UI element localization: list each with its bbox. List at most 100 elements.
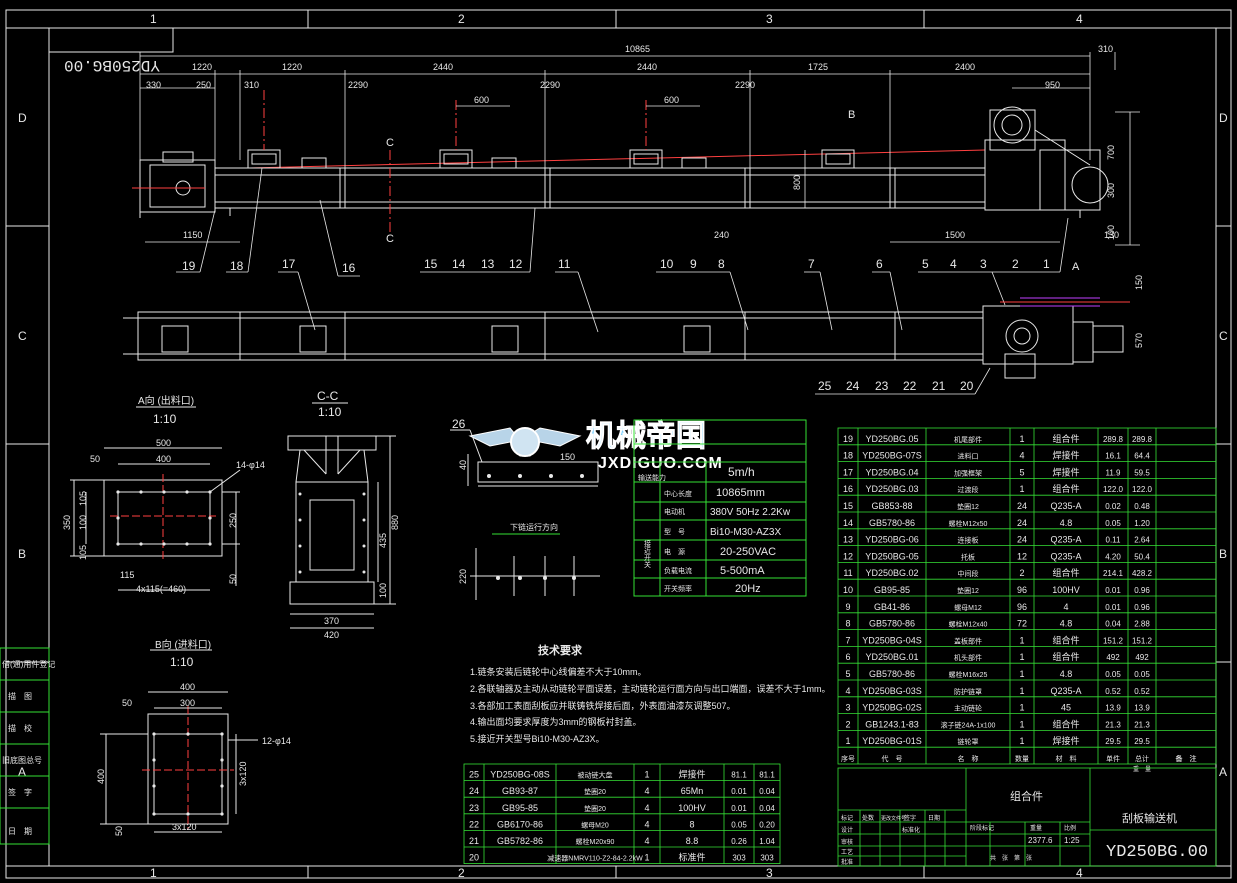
bom-right-cell-qty: 24 [1017,518,1027,528]
bom-right-cell-no: 2 [845,719,850,729]
dim-top-5: 2440 [433,62,453,72]
bom-right-cell-mat: 组合件 [1052,718,1079,729]
view-a-scale: 1:10 [153,412,177,426]
zone-markers: 1 2 3 4 1 2 3 4 D C B A D C B A [18,12,1228,880]
view-a-dim-105b: 105 [78,491,88,506]
bom-right-cell-name: 螺栓M12x40 [949,620,988,629]
callout-13: 13 [481,257,495,271]
view-b-dim-holes: 12-φ14 [262,736,291,746]
bom-right-cell-code: YD250BG.04 [865,467,918,477]
bom-right-cell-code: YD250BG.02 [865,568,918,578]
bom-right-cell-mat: 组合件 [1052,433,1079,444]
bom-right-cell-code: GB1243.1-83 [865,719,919,729]
bom-right-header-cell: 单件 [1106,754,1120,763]
bom-right-cell-w2: 1.20 [1134,519,1150,528]
spec-row-2-key: 中心长度 [664,489,692,498]
spec-row-4-key: 型 号 [664,527,685,536]
bom-right-cell-mat: 组合件 [1052,651,1079,662]
view-b-inlet: B向 (进料口) 1:10 400 300 50 12-φ14 [96,638,291,836]
bom-right-cell-w1: 0.02 [1105,502,1121,511]
section-cc-dim-880: 880 [390,515,400,530]
tech-req-title: 技术要求 [538,643,583,657]
centre-lines [263,90,647,232]
view-b-dim-400: 400 [180,682,195,692]
bom-right-header-cell: 总计 [1135,754,1149,763]
view-a-dim-50b: 50 [228,574,238,584]
tech-req-3: 3.各部加工表面刮板应并联铸铁焊接后面，外表面油漆灰调整507。 [470,700,736,711]
bom-right-cell-w1: 4.20 [1105,552,1121,561]
bom-right-cell-code: YD250BG-05 [865,551,919,561]
title-mid-weight: 重量 [1030,824,1042,832]
bom-right-cell-w2: 492 [1135,653,1149,662]
bom-right-cell-qty: 1 [1019,484,1024,494]
bom-right-cell-w2: 59.5 [1134,468,1150,477]
bom-left-cell-w2: 0.04 [759,804,775,813]
bom-left-cell-name: 垫圈20 [584,787,606,796]
bom-right-cell-w2: 2.88 [1134,620,1150,629]
row-marker-a-left: A [18,765,26,779]
bom-left-cell-code: YD250BG-08S [490,770,550,780]
callout-24: 24 [846,379,860,393]
bom-right-cell-w1: 0.01 [1105,603,1121,612]
dim-top2-5: 950 [1045,80,1060,90]
top-dimension-lines [139,52,1140,246]
spec-row-3-value: 380V 50Hz 2.2Kw [710,507,791,518]
bom-right-cell-qty: 1 [1019,635,1024,645]
title-left-7: 标准化 [902,826,920,834]
spec-row-3-key: 电动机 [664,507,685,516]
spec-row-4-value: Bi10-M30-AZ3X [710,527,781,538]
dim-top-7: 2440 [637,62,657,72]
bom-right-cell-no: 10 [843,585,853,595]
bom-right-cell-code: YD250BG.01 [865,652,918,662]
conveyor-plan-view [123,297,1130,379]
bom-left-cell-qty: 4 [644,836,649,846]
bom-right-cell-no: 9 [845,602,850,612]
bom-right-cell-mat: 组合件 [1052,634,1079,645]
detail-dim-150: 150 [560,452,575,462]
spec-row-5-key: 电 源 [664,547,685,556]
tech-req-1: 1.链条安装后链轮中心线偏差不大于10mm。 [470,666,647,677]
bom-right-cell-qty: 1 [1019,669,1024,679]
view-a-dim-105a: 105 [78,545,88,560]
bom-right-cell-w2: 29.5 [1134,737,1150,746]
bom-right-cell-w1: 0.05 [1105,519,1121,528]
bom-right-cell-code: YD250BG.05 [865,434,918,444]
bom-left-cell-qty: 1 [644,853,649,863]
title-scale: 1:25 [1064,836,1080,845]
bom-right-cell-name: 垫圈12 [957,586,979,595]
view-a-dim-350: 350 [62,515,72,530]
bom-right-cell-code: YD250BG-04S [862,635,922,645]
bom-right-cell-name: 垫圈12 [957,502,979,511]
col-marker-1-bottom: 1 [150,866,157,880]
bom-right-cell-qty: 1 [1019,703,1024,713]
detail-number: 26 [452,417,466,431]
row-marker-d-right: D [1219,111,1228,125]
title-mid-scale: 比例 [1064,824,1076,832]
callout-17: 17 [282,257,296,271]
bom-right-header-cell: 名 称 [958,754,979,763]
bom-left-cell-name: 被动链大盘 [578,771,613,780]
bom-right-cell-no: 12 [843,551,853,561]
spec-table [633,419,807,597]
bom-right-cell-name: 主动链轮 [954,704,982,713]
bom-right-cell-no: 8 [845,619,850,629]
bom-right-cell-qty: 1 [1019,652,1024,662]
bom-right-cell-name: 过渡段 [958,485,979,494]
bom-right-cell-mat: 100HV [1052,585,1080,595]
bom-right-cell-name: 托板 [961,552,975,561]
bom-right-cell-qty: 12 [1017,551,1027,561]
bom-right-cell-mat: Q235-A [1050,551,1081,561]
bom-right-cell-qty: 2 [1019,568,1024,578]
spec-row-7-value: 20Hz [735,583,761,595]
dim-top-1: 1220 [192,62,212,72]
bom-right-cell-qty: 72 [1017,619,1027,629]
bom-right-cell-w1: 11.9 [1106,468,1122,477]
dim-top-11: 310 [1098,44,1113,54]
callout-6: 6 [876,257,883,271]
callout-23: 23 [875,379,889,393]
bom-right-cell-mat: 4 [1063,602,1068,612]
section-markers: C C B A [386,109,1080,273]
bom-right-cell-w2: 13.9 [1134,704,1150,713]
bom-right-cell-mat: 4.8 [1060,619,1073,629]
bom-right-cell-w2: 21.3 [1134,720,1150,729]
